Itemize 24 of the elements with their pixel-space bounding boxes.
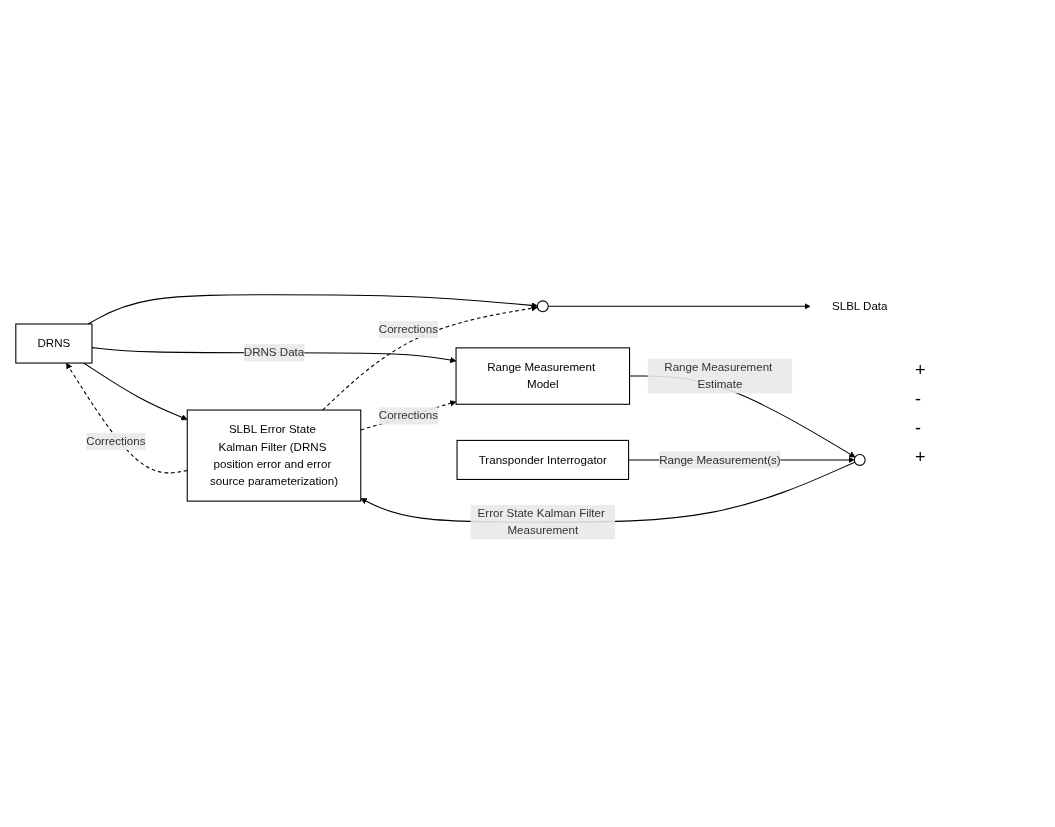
node-text: SLBL Data [831,300,888,313]
edge-label: Range Measurement(s) [659,453,781,467]
sign-label: + [915,359,927,381]
edge-label: Range Measurement Estimate [664,361,773,391]
arrow [360,400,457,431]
node-circle [853,454,866,467]
arrow [87,294,538,325]
arrow [547,303,811,310]
arrow [322,305,538,411]
node-circle [536,300,549,313]
sign-label: + [915,446,927,468]
sign-label: - [915,417,922,439]
node-box: DRNS [15,323,93,364]
arrow [83,362,188,421]
edge-label: Corrections [378,409,438,422]
node-box: Transponder Interrogator [456,440,630,481]
node-box: SLBL Error State Kalman Filter (DRNS position error and error source parameterization) [186,409,362,503]
edge-label: Corrections [378,323,438,336]
arrow [66,363,188,474]
edge-label: Corrections [86,435,146,448]
edge-label: DRNS Data [243,346,305,359]
edge-label: Error State Kalman Filter Measurement [477,507,605,537]
node-box: Range Measurement Model [455,347,631,406]
sign-label: - [915,388,922,410]
